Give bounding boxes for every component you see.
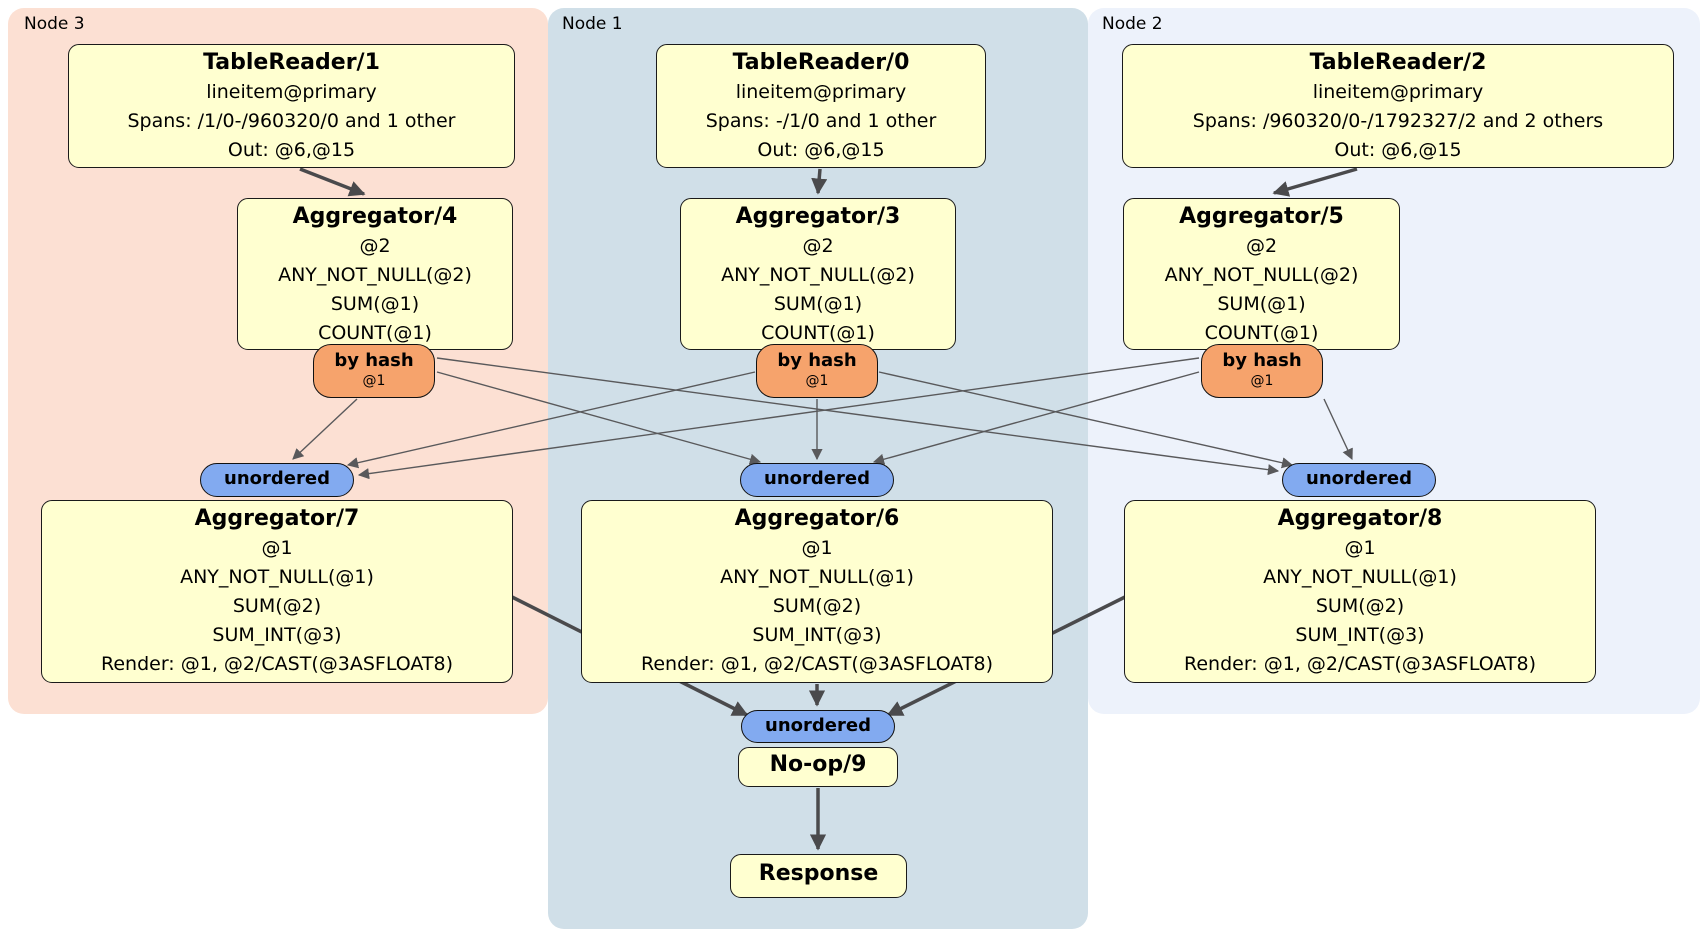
- edge-hash4-to-sync-right: [436, 357, 1280, 476]
- processor-line: ANY_NOT_NULL(@2): [1164, 264, 1359, 286]
- edge-hash4-to-sync-left: [292, 398, 358, 460]
- processor-line: SUM_INT(@3): [212, 624, 342, 646]
- sync-unordered-left: unordered: [200, 463, 354, 497]
- region-label-node2: Node 2: [1102, 14, 1163, 34]
- sync-unordered-right: unordered: [1282, 463, 1436, 497]
- processor-tablereader-1: TableReader/1 lineitem@primary Spans: /1…: [68, 44, 515, 168]
- processor-aggregator-3: Aggregator/3 @2 ANY_NOT_NULL(@2) SUM(@1)…: [680, 198, 956, 350]
- sync-unordered-mid: unordered: [740, 463, 894, 497]
- processor-line: Render: @1, @2/CAST(@3ASFLOAT8): [101, 653, 453, 675]
- processor-response: Response: [730, 854, 907, 898]
- processor-line: SUM(@2): [772, 595, 862, 617]
- edge-tablereader0-to-aggregator3: [811, 168, 828, 195]
- sync-unordered-final: unordered: [741, 710, 895, 743]
- router-label: by hash: [777, 350, 857, 371]
- processor-line: COUNT(@1): [318, 322, 432, 344]
- processor-aggregator-6: Aggregator/6 @1 ANY_NOT_NULL(@1) SUM(@2)…: [581, 500, 1053, 683]
- processor-title: Aggregator/4: [292, 204, 458, 229]
- edge-hash5-to-sync-right: [1323, 398, 1353, 461]
- processor-line: ANY_NOT_NULL(@2): [721, 264, 915, 286]
- processor-title: Aggregator/7: [194, 506, 360, 531]
- processor-title: No-op/9: [769, 752, 867, 777]
- processor-line: SUM_INT(@3): [1295, 624, 1425, 646]
- processor-title: Aggregator/6: [734, 506, 900, 531]
- processor-line: Spans: /1/0-/960320/0 and 1 other: [127, 110, 456, 132]
- processor-aggregator-8: Aggregator/8 @1 ANY_NOT_NULL(@1) SUM(@2)…: [1124, 500, 1596, 683]
- processor-line: @2: [802, 235, 834, 257]
- router-by-hash-4: by hash @1: [313, 344, 435, 398]
- router-by-hash-5: by hash @1: [1201, 344, 1323, 398]
- edge-tablereader2-to-aggregator5: [1272, 167, 1358, 197]
- processor-line: SUM(@2): [1315, 595, 1405, 617]
- processor-tablereader-2: TableReader/2 lineitem@primary Spans: /9…: [1122, 44, 1674, 168]
- processor-line: SUM(@1): [1217, 293, 1306, 315]
- processor-line: @1: [261, 537, 293, 559]
- processor-line: ANY_NOT_NULL(@1): [1263, 566, 1457, 588]
- processor-aggregator-4: Aggregator/4 @2 ANY_NOT_NULL(@2) SUM(@1)…: [237, 198, 513, 350]
- processor-line: Spans: -/1/0 and 1 other: [705, 110, 937, 132]
- processor-aggregator-5: Aggregator/5 @2 ANY_NOT_NULL(@2) SUM(@1)…: [1123, 198, 1400, 350]
- processor-title: TableReader/2: [1309, 50, 1487, 75]
- processor-title: Response: [758, 861, 879, 886]
- router-key: @1: [362, 373, 386, 389]
- processor-title: TableReader/0: [732, 50, 910, 75]
- processor-line: ANY_NOT_NULL(@2): [278, 264, 472, 286]
- processor-line: Out: @6,@15: [227, 139, 356, 161]
- edge-hash3-to-sync-left: [346, 371, 756, 469]
- processor-aggregator-7: Aggregator/7 @1 ANY_NOT_NULL(@1) SUM(@2)…: [41, 500, 513, 683]
- processor-line: ANY_NOT_NULL(@1): [180, 566, 374, 588]
- processor-line: Render: @1, @2/CAST(@3ASFLOAT8): [641, 653, 993, 675]
- processor-title: Aggregator/3: [735, 204, 901, 229]
- edge-hash5-to-sync-mid: [872, 371, 1200, 465]
- edge-hash5-to-sync-left: [357, 357, 1200, 480]
- processor-title: Aggregator/8: [1277, 506, 1443, 531]
- edge-hash4-to-sync-mid: [436, 371, 762, 465]
- processor-line: lineitem@primary: [206, 81, 377, 103]
- processor-line: Spans: /960320/0-/1792327/2 and 2 others: [1192, 110, 1604, 132]
- processor-noop-9: No-op/9: [738, 747, 898, 787]
- processor-line: SUM(@1): [330, 293, 420, 315]
- region-label-node1: Node 1: [562, 14, 623, 34]
- router-key: @1: [1250, 373, 1274, 389]
- processor-line: Render: @1, @2/CAST(@3ASFLOAT8): [1184, 653, 1536, 675]
- router-by-hash-3: by hash @1: [756, 344, 878, 398]
- processor-title: Aggregator/5: [1179, 204, 1344, 229]
- router-label: by hash: [1222, 350, 1302, 371]
- processor-line: @2: [1245, 235, 1278, 257]
- processor-line: Out: @6,@15: [1334, 139, 1462, 161]
- router-key: @1: [805, 373, 829, 389]
- processor-line: SUM(@1): [773, 293, 863, 315]
- processor-line: @2: [359, 235, 391, 257]
- processor-title: TableReader/1: [203, 50, 380, 75]
- processor-tablereader-0: TableReader/0 lineitem@primary Spans: -/…: [656, 44, 986, 168]
- region-label-node3: Node 3: [24, 14, 85, 34]
- processor-line: @1: [1344, 537, 1376, 559]
- edge-tablereader1-to-aggregator4: [299, 167, 366, 197]
- processor-line: Out: @6,@15: [757, 139, 885, 161]
- processor-line: lineitem@primary: [1312, 81, 1484, 103]
- processor-line: SUM_INT(@3): [752, 624, 882, 646]
- processor-line: @1: [801, 537, 833, 559]
- processor-line: SUM(@2): [232, 595, 322, 617]
- router-label: by hash: [334, 350, 414, 371]
- processor-line: lineitem@primary: [735, 81, 907, 103]
- processor-line: COUNT(@1): [761, 322, 875, 344]
- processor-line: ANY_NOT_NULL(@1): [720, 566, 914, 588]
- edge-hash3-to-sync-right: [878, 371, 1294, 469]
- processor-line: COUNT(@1): [1204, 322, 1319, 344]
